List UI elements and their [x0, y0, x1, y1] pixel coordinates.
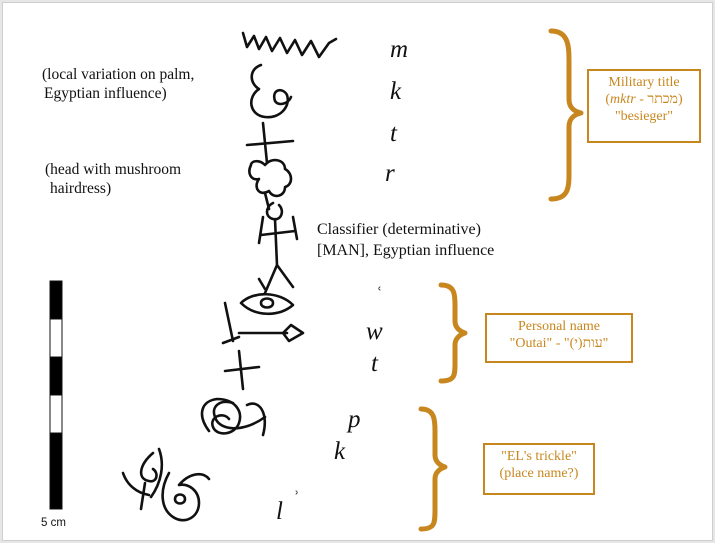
- note-classifier-line1: Classifier (determinative): [317, 221, 481, 238]
- scale-bar: [49, 280, 63, 510]
- note-head-line2: hairdress): [50, 180, 112, 197]
- scale-label: 5 cm: [41, 517, 66, 529]
- note-head-line1: (head with mushroom: [45, 161, 182, 178]
- letter-ayin: ʿ: [375, 284, 382, 306]
- note-classifier-line2: [MAN], Egyptian influence: [317, 242, 495, 259]
- box-place-line2: (place name?): [499, 466, 579, 481]
- letter-p: p: [348, 406, 361, 433]
- inscription-drawing: [49, 28, 584, 532]
- glyph-mem: [241, 31, 338, 59]
- box-military-hebrew: - מכתר): [635, 92, 683, 107]
- letter-aleph: ʾ: [292, 488, 299, 510]
- box-military-paren: (: [605, 92, 611, 107]
- note-palm-line1: (local variation on palm,: [42, 66, 195, 83]
- glyph-kaf-2: [200, 397, 267, 437]
- letter-k: k: [390, 78, 402, 105]
- letter-t: t: [390, 120, 397, 147]
- glyph-aleph: [121, 471, 211, 522]
- brace-place: [418, 406, 448, 532]
- letter-w: w: [366, 318, 383, 345]
- letter-m: m: [390, 36, 409, 63]
- glyph-resh: [248, 158, 293, 211]
- box-military-translit: mktr: [610, 92, 636, 107]
- box-military-title: Military title (mktr - מכתר) "besieger": [587, 69, 701, 143]
- box-place-line1: "EL's trickle": [501, 449, 577, 464]
- glyph-taw-2: [223, 349, 261, 391]
- letter-r: r: [385, 160, 395, 187]
- box-military-line1: Military title: [608, 75, 680, 90]
- glyph-ayin: [239, 277, 295, 316]
- box-personal-line2: "Outai" - "עות(י)": [509, 336, 609, 351]
- note-classifier: Classifier (determinative) [MAN], Egypti…: [317, 219, 494, 261]
- glyph-kaf: [250, 63, 293, 119]
- brace-personal: [438, 282, 468, 384]
- note-palm-line2: Egyptian influence): [44, 85, 167, 102]
- glyph-classifier-man: [257, 201, 299, 295]
- box-place-name: "EL's trickle" (place name?): [483, 443, 595, 495]
- glyph-taw: [245, 121, 295, 165]
- note-head: (head with mushroom hairdress): [45, 160, 181, 198]
- glyph-waw: [221, 301, 305, 345]
- box-military-line2: (mktr - מכתר): [589, 91, 699, 108]
- note-palm: (local variation on palm, Egyptian influ…: [42, 65, 194, 103]
- box-personal-line1: Personal name: [517, 319, 601, 334]
- letter-k-2: k: [334, 438, 346, 465]
- brace-military: [548, 28, 584, 202]
- letter-t-2: t: [371, 350, 378, 377]
- letter-l: l: [276, 498, 283, 525]
- box-military-line3: "besieger": [614, 109, 674, 124]
- box-personal-name: Personal name "Outai" - "עות(י)": [485, 313, 633, 363]
- glyph-lamed: [139, 447, 164, 511]
